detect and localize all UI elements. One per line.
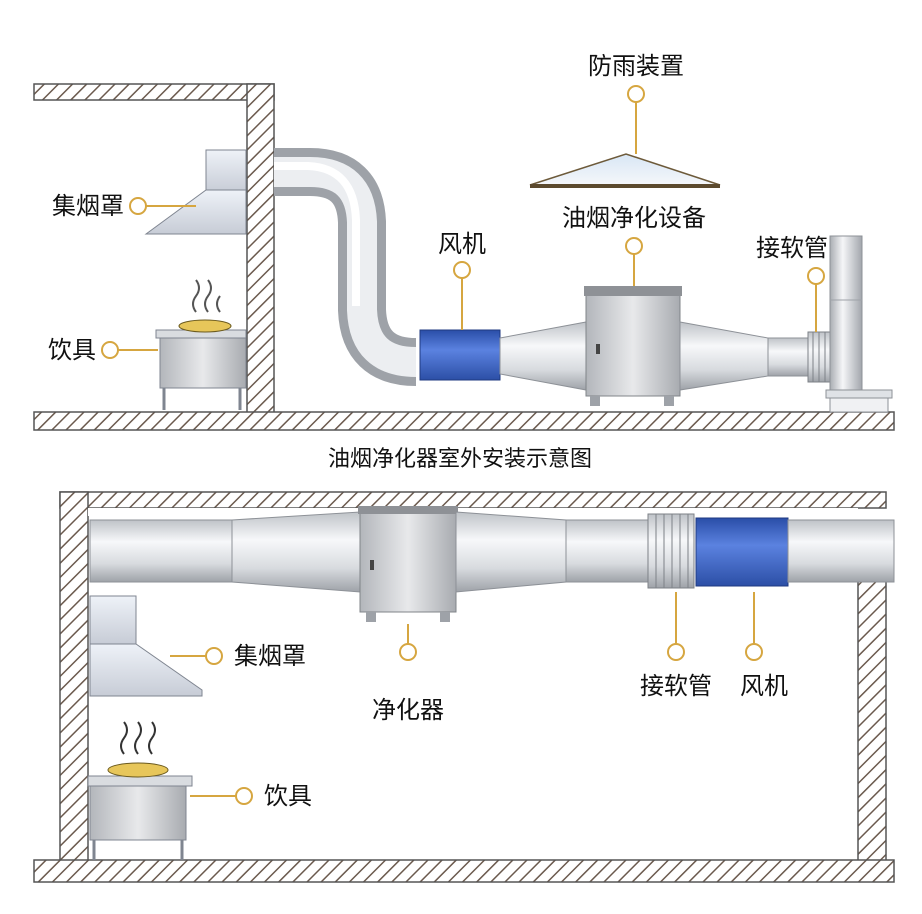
rain-cover-callout-dot xyxy=(627,85,645,103)
indoor-fan-callout-dot xyxy=(745,643,763,661)
outdoor-roof xyxy=(33,83,275,101)
indoor-fan xyxy=(695,517,789,587)
indoor-flex-pipe xyxy=(647,513,695,589)
indoor-purifier xyxy=(358,506,458,622)
outdoor-fan xyxy=(419,329,501,381)
stove-callout-dot xyxy=(101,341,119,359)
indoor-duct-reducer-left xyxy=(231,511,361,593)
outdoor-diagram: 防雨装置 集烟罩 饮具 风机 油烟净化设备 接软管 xyxy=(33,52,895,431)
stove-label: 饮具 xyxy=(48,336,96,364)
indoor-duct-exit xyxy=(787,519,895,583)
indoor-duct-reducer-right xyxy=(455,511,567,593)
indoor-stove xyxy=(87,721,193,860)
indoor-purifier-callout-dot xyxy=(399,643,417,661)
diagram-caption: 油烟净化器室外安装示意图 xyxy=(328,447,592,472)
outdoor-duct-transition xyxy=(499,321,587,391)
indoor-flex-pipe-callout-dot xyxy=(667,643,685,661)
indoor-stove-callout-dot xyxy=(235,787,253,805)
indoor-duct-left xyxy=(89,519,233,583)
indoor-stove-label: 饮具 xyxy=(264,782,312,810)
outdoor-flex-pipe xyxy=(807,331,831,383)
indoor-ground xyxy=(33,859,895,883)
outdoor-stove xyxy=(155,279,247,410)
outdoor-chimney xyxy=(825,235,893,413)
fan-callout-dot xyxy=(453,261,471,279)
outdoor-purifier xyxy=(584,286,682,406)
indoor-hood-label: 集烟罩 xyxy=(234,642,306,670)
outdoor-wall xyxy=(246,83,275,415)
outdoor-ground xyxy=(33,411,895,431)
indoor-left-wall xyxy=(59,491,89,865)
indoor-fan-label: 风机 xyxy=(740,672,788,700)
fan-label: 风机 xyxy=(438,230,486,258)
outdoor-hood xyxy=(144,149,247,235)
indoor-purifier-label: 净化器 xyxy=(372,696,444,724)
indoor-diagram: 集烟罩 净化器 接软管 风机 饮具 xyxy=(33,491,895,883)
outdoor-rain-cover xyxy=(529,153,721,186)
flex-pipe-label: 接软管 xyxy=(756,234,828,262)
indoor-ceiling xyxy=(59,491,887,509)
indoor-hood-callout-dot xyxy=(205,647,223,665)
hood-callout-dot xyxy=(129,197,147,215)
outdoor-duct-outlet xyxy=(679,321,769,391)
purifier-callout-dot xyxy=(625,237,643,255)
purifier-label: 油烟净化设备 xyxy=(562,204,706,232)
rain-cover-label: 防雨装置 xyxy=(588,52,684,80)
indoor-flex-pipe-label: 接软管 xyxy=(640,672,712,700)
flex-pipe-callout-dot xyxy=(807,267,825,285)
hood-label: 集烟罩 xyxy=(52,192,124,220)
indoor-right-wall xyxy=(857,579,887,865)
indoor-hood xyxy=(89,595,203,697)
